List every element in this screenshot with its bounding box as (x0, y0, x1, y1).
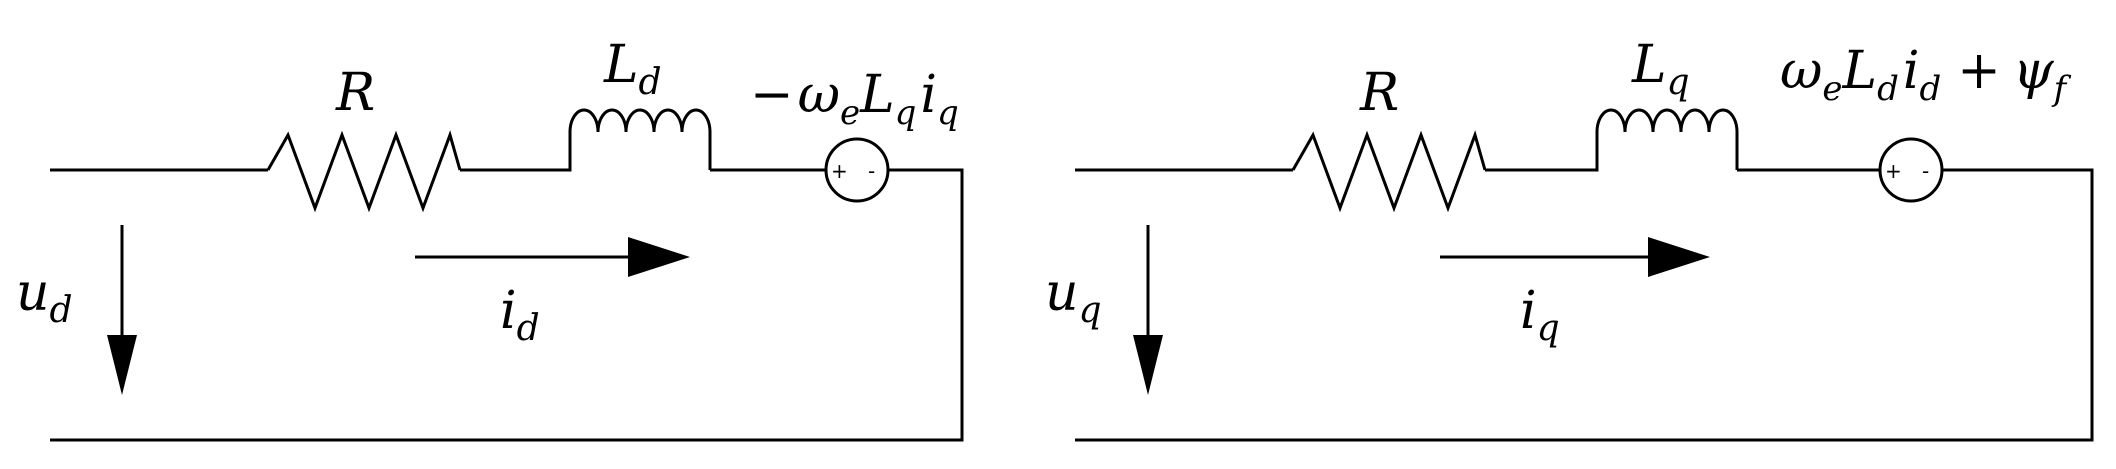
q-source-minus-mark: - (1922, 159, 1929, 183)
d-source-i: i (920, 65, 937, 125)
q-source-psi: ψ (2013, 41, 2055, 101)
d-resistor (266, 130, 462, 213)
q-axis-circuit (1075, 108, 2094, 442)
q-inductor-symbol: L (1631, 35, 1667, 95)
d-inductor-subscript: d (639, 62, 662, 103)
q-inductor (1595, 108, 1739, 170)
d-current-symbol: i (500, 281, 517, 341)
q-wire-r-to-l (1485, 132, 1599, 172)
d-inductor-label: Ld (603, 35, 662, 103)
q-resistor (1291, 130, 1487, 213)
q-voltage-arrowhead (1133, 335, 1163, 395)
d-current-subscript: d (517, 308, 540, 349)
q-voltage-symbol: u (1045, 263, 1079, 323)
d-source-i-sub: q (937, 93, 959, 133)
q-current-symbol: i (1520, 281, 1537, 341)
q-wire-src-right (1075, 168, 2094, 442)
q-current-arrowhead (1648, 237, 1710, 277)
d-voltage-subscript: d (50, 290, 73, 331)
q-source-L: L (1842, 41, 1878, 101)
d-source-minus-mark: - (868, 159, 875, 183)
d-source-L-sub: q (895, 93, 917, 133)
d-source-label: −ωeLqiq (750, 65, 959, 133)
q-source-label: ωeLdid +ψf (1780, 41, 2072, 109)
d-wire-r-to-l (460, 132, 572, 172)
q-inductor-subscript: q (1667, 62, 1690, 103)
d-current-arrowhead (628, 237, 690, 277)
q-source-omega: ω (1780, 41, 1822, 101)
d-source-omega-sub: e (840, 93, 860, 133)
q-inductor-label: Lq (1631, 35, 1690, 103)
d-inductor (568, 108, 712, 170)
d-axis-circuit (50, 108, 964, 442)
d-resistor-label: R (335, 63, 375, 123)
q-source-L-sub: d (1877, 69, 1899, 109)
q-voltage-label: uq (1045, 263, 1102, 331)
d-inductor-symbol: L (603, 35, 639, 95)
q-source-plus: + (1957, 41, 2001, 101)
d-voltage-label: ud (16, 263, 73, 331)
d-voltage-symbol: u (16, 263, 50, 323)
q-source-plus-mark: + (1885, 159, 1902, 183)
d-voltage-arrowhead (107, 335, 137, 395)
d-source-minus: − (750, 65, 794, 125)
q-source-psi-sub: f (2051, 69, 2072, 109)
q-voltage-subscript: q (1079, 290, 1102, 331)
q-source-omega-sub: e (1822, 69, 1842, 109)
d-source-plus-mark: + (831, 159, 848, 183)
q-source-i-sub: d (1919, 69, 1941, 109)
d-current-label: id (500, 281, 540, 349)
d-source-L: L (859, 65, 895, 125)
q-resistor-label: R (1359, 63, 1399, 123)
q-source-i: i (1903, 41, 1920, 101)
d-source-omega: ω (798, 65, 840, 125)
q-current-label: iq (1520, 281, 1560, 349)
q-current-subscript: q (1537, 308, 1560, 349)
d-wire-src-right (50, 168, 964, 442)
